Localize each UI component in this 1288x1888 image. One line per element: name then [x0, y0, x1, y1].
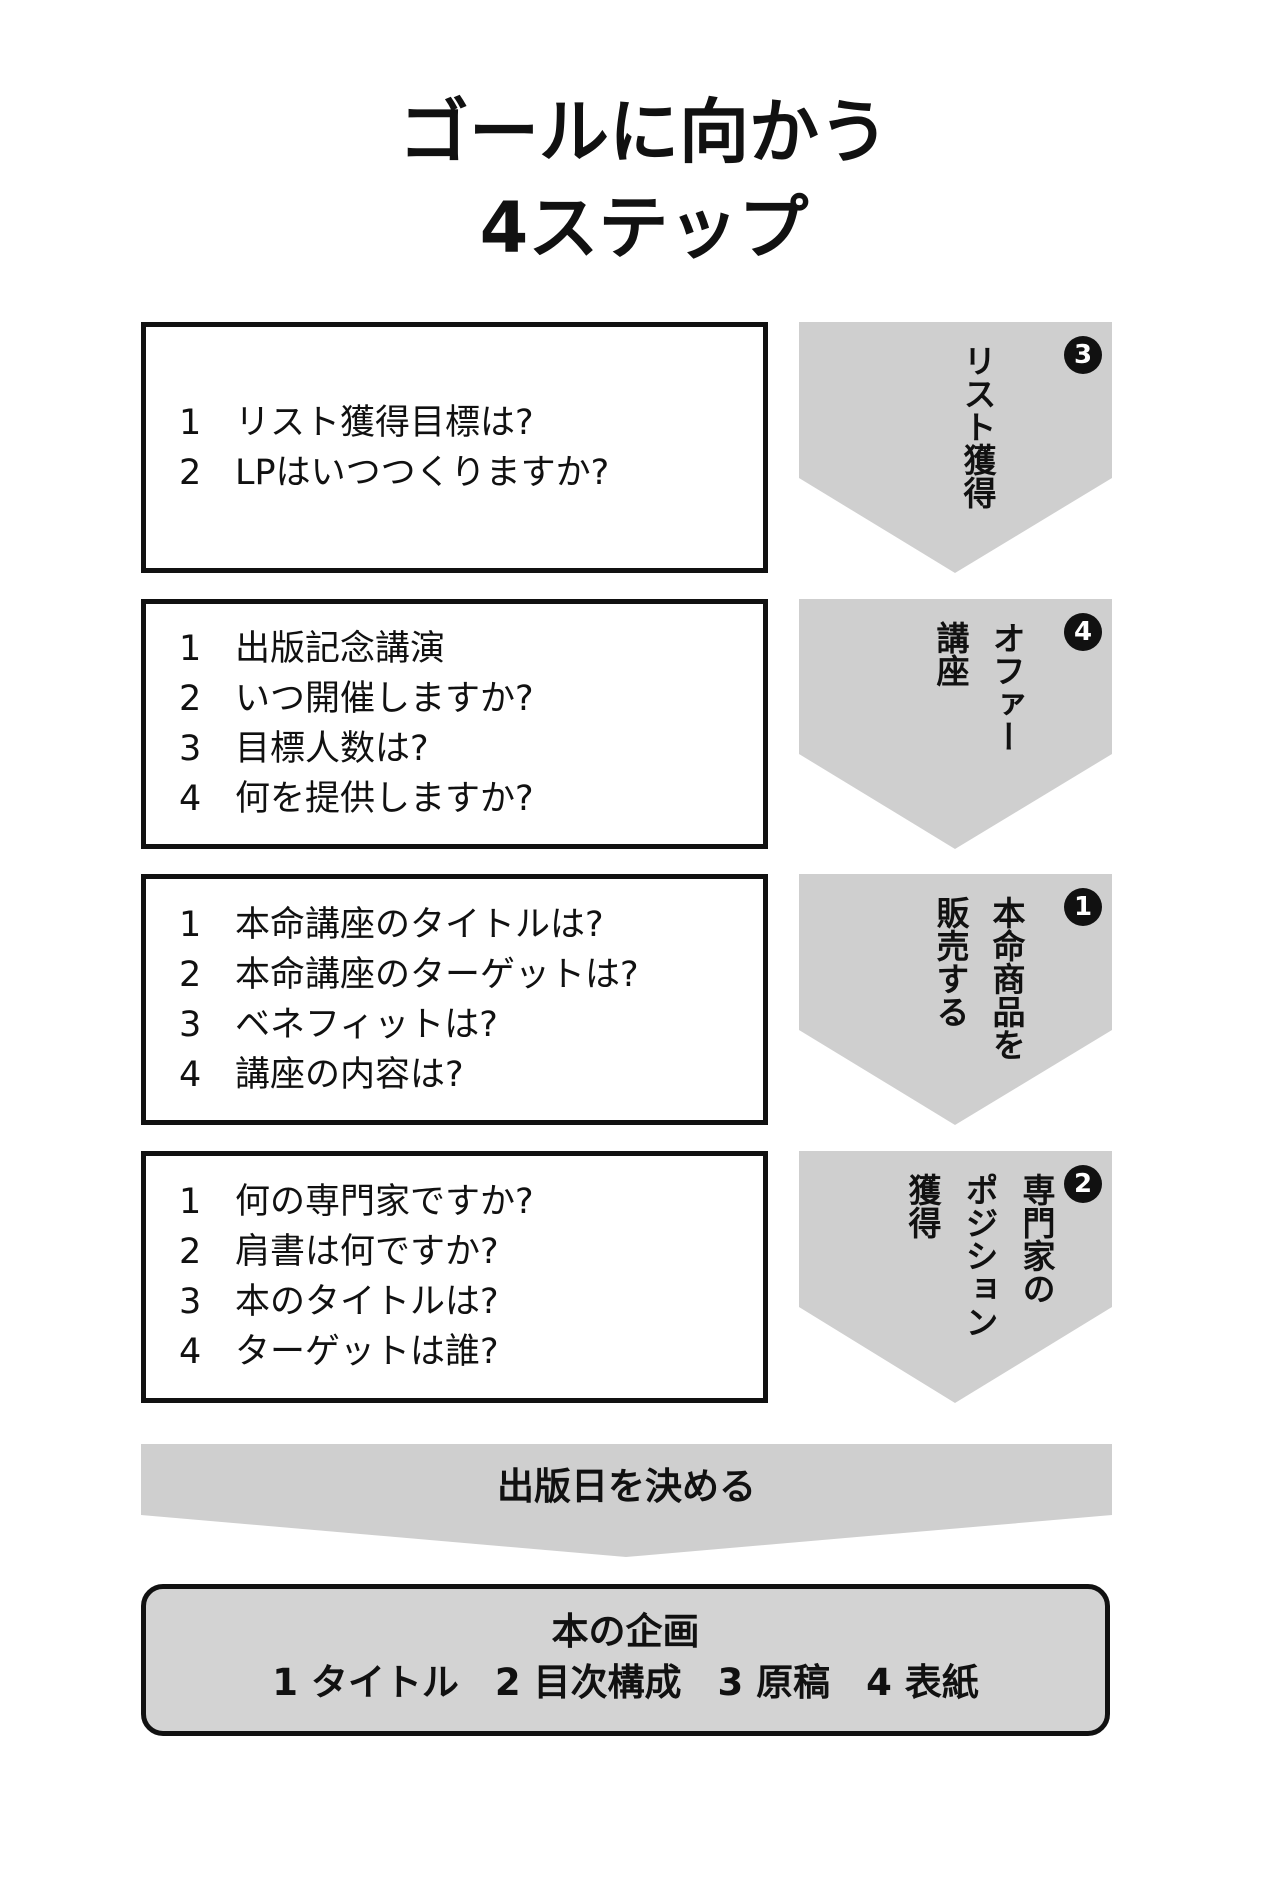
step-number-badge: 1	[1064, 888, 1102, 926]
question-box: 1 本命講座のタイトルは? 2 本命講座のターゲットは? 3 ベネフィットは? 4 講座の内容…	[141, 874, 768, 1125]
question-number: 2	[179, 679, 202, 719]
question-item: 4 ターゲットは誰?	[146, 1327, 763, 1377]
step-label-column: ポジション	[960, 1173, 999, 1338]
question-text: LPはいつつくりますか?	[235, 452, 610, 493]
book-plan-box: 本の企画 1 タイトル 2 目次構成 3 原稿 4 表紙	[141, 1584, 1110, 1736]
question-number: 1	[179, 402, 202, 443]
step-label-column: 専門家の	[1017, 1173, 1056, 1305]
question-text: 講座の内容は?	[235, 1054, 464, 1095]
question-text: ベネフィットは?	[235, 1004, 498, 1045]
step-label-column: 販売する	[931, 896, 970, 1028]
plan-item: 1 タイトル	[272, 1661, 459, 1704]
chevron-shape	[799, 599, 1112, 849]
question-item: 4 何を提供しますか?	[146, 774, 763, 824]
question-box: 1 出版記念講演 2 いつ開催しますか? 3 目標人数は? 4 何を提供しますか?	[141, 599, 768, 849]
question-number: 2	[179, 452, 202, 493]
chevron-shape	[799, 874, 1112, 1125]
question-text: 出版記念講演	[235, 629, 446, 669]
question-text: 目標人数は?	[235, 729, 429, 769]
question-text: リスト獲得目標は?	[235, 402, 534, 443]
step-label-column: 講座	[931, 621, 970, 687]
question-box: 1 リスト獲得目標は? 2 LPはいつつくりますか?	[141, 322, 768, 573]
question-box: 1 何の専門家ですか? 2 肩書は何ですか? 3 本のタイトルは? 4 ターゲットは誰?	[141, 1151, 768, 1403]
question-number: 1	[179, 629, 202, 669]
question-number: 3	[179, 1004, 202, 1045]
question-item: 1 リスト獲得目標は?	[146, 398, 763, 448]
question-item: 2 いつ開催しますか?	[146, 674, 763, 724]
question-number: 4	[179, 1332, 202, 1372]
banner-arrow	[141, 1444, 1112, 1557]
question-number: 4	[179, 1054, 202, 1095]
question-item: 3 目標人数は?	[146, 724, 763, 774]
question-text: 何の専門家ですか?	[235, 1182, 534, 1222]
question-text: 何を提供しますか?	[235, 779, 534, 819]
question-text: ターゲットは誰?	[235, 1332, 499, 1372]
title-line-2: 4ステップ	[479, 187, 809, 269]
step-chevron: 1 本命商品を販売する	[799, 874, 1112, 1125]
plan-items: 1 タイトル 2 目次構成 3 原稿 4 表紙	[146, 1657, 1105, 1709]
question-item: 2 本命講座のターゲットは?	[146, 950, 763, 1000]
question-number: 3	[179, 729, 202, 769]
question-text: 本のタイトルは?	[235, 1282, 499, 1322]
plan-title: 本の企画	[551, 1610, 700, 1653]
question-item: 1 出版記念講演	[146, 624, 763, 674]
step-label-column: 獲得	[903, 1173, 942, 1239]
question-number: 2	[179, 1232, 202, 1272]
step-label-column: オファー	[987, 621, 1026, 753]
question-text: 本命講座のタイトルは?	[235, 904, 604, 945]
plan-item: 2 目次構成	[494, 1661, 682, 1704]
banner-text: 出版日を決める	[497, 1465, 756, 1508]
question-number: 2	[179, 954, 202, 995]
step-chevron: 4 オファー講座	[799, 599, 1112, 849]
question-text: いつ開催しますか?	[235, 679, 534, 719]
chevron-shape	[799, 1151, 1112, 1403]
question-item: 2 肩書は何ですか?	[146, 1227, 763, 1277]
question-number: 1	[179, 1182, 202, 1222]
step-number-badge: 4	[1064, 613, 1102, 651]
question-item: 1 何の専門家ですか?	[146, 1177, 763, 1227]
question-item: 1 本命講座のタイトルは?	[146, 900, 763, 950]
chevron-shape	[799, 322, 1112, 573]
step-label-column: 本命商品を	[987, 896, 1026, 1061]
step-number-badge: 2	[1064, 1165, 1102, 1203]
step-number-badge: 3	[1064, 336, 1102, 374]
question-number: 1	[179, 904, 202, 945]
plan-item: 4 表紙	[866, 1661, 979, 1704]
question-item: 3 ベネフィットは?	[146, 1000, 763, 1050]
question-text: 本命講座のターゲットは?	[235, 954, 639, 995]
step-chevron: 3 リスト獲得	[799, 322, 1112, 573]
question-item: 2 LPはいつつくりますか?	[146, 448, 763, 498]
question-number: 3	[179, 1282, 202, 1322]
question-item: 4 講座の内容は?	[146, 1050, 763, 1100]
title-line-1: ゴールに向かう	[399, 91, 889, 173]
question-text: 肩書は何ですか?	[235, 1232, 499, 1272]
question-item: 3 本のタイトルは?	[146, 1277, 763, 1327]
plan-item: 3 原稿	[717, 1661, 831, 1704]
question-number: 4	[179, 779, 202, 819]
step-label-column: リスト獲得	[958, 344, 997, 509]
